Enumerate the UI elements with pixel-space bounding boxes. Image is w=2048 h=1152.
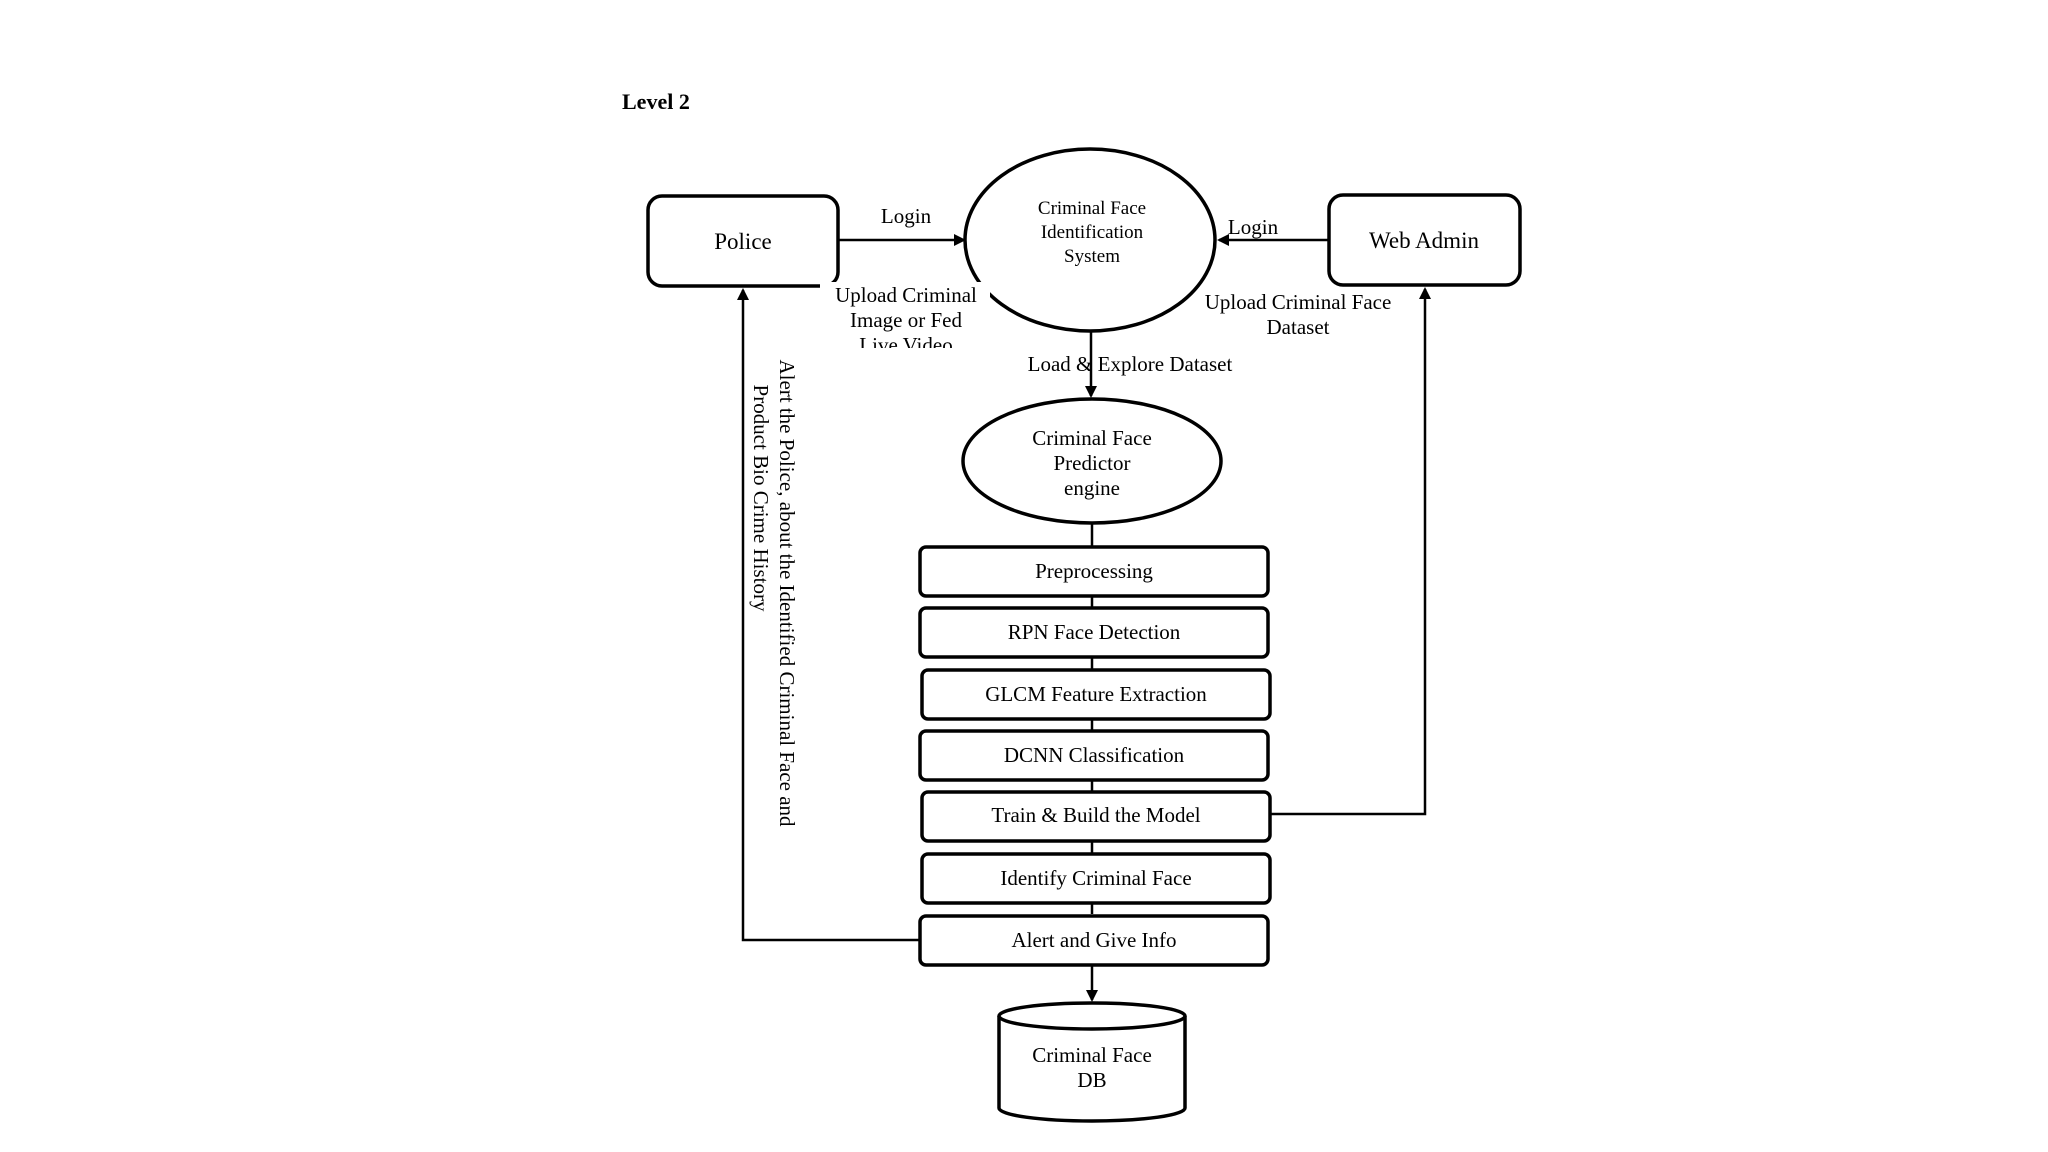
police-upload-line2: Image or Fed [850, 308, 962, 332]
identification-system-process: Criminal Face Identification System [963, 147, 1217, 333]
predictor-label-line2: Predictor [1054, 451, 1131, 475]
criminal-face-db: Criminal Face DB [997, 1001, 1187, 1123]
step-label: Train & Build the Model [991, 803, 1200, 827]
system-label-line1: Criminal Face [1038, 198, 1146, 219]
db-label-line2: DB [1077, 1068, 1106, 1092]
alert-label-line2: Product Bio Crime History [749, 385, 773, 612]
alert-police-arrow [737, 288, 920, 942]
alert-police-label: Alert the Police, about the Identified C… [749, 359, 799, 827]
admin-upload-line2: Dataset [1267, 315, 1330, 339]
step-train-build-model: Train & Build the Model [920, 790, 1272, 843]
step-label: Identify Criminal Face [1000, 866, 1191, 890]
web-admin-entity: Web Admin [1327, 193, 1522, 287]
system-label-line3: System [1064, 246, 1120, 267]
train-admin-arrow [1268, 287, 1431, 816]
web-admin-label: Web Admin [1369, 228, 1479, 253]
step-label: Preprocessing [1035, 559, 1153, 583]
step-label: DCNN Classification [1004, 743, 1185, 767]
load-explore-label: Load & Explore Dataset [1028, 352, 1233, 376]
alert-label-line1: Alert the Police, about the Identified C… [775, 359, 799, 827]
step-dcnn-classification: DCNN Classification [918, 729, 1270, 782]
step-label: RPN Face Detection [1008, 620, 1181, 644]
predictor-label-line1: Criminal Face [1032, 426, 1152, 450]
police-label: Police [714, 229, 772, 254]
admin-upload-line1: Upload Criminal Face [1205, 290, 1392, 314]
police-upload-line1: Upload Criminal [835, 283, 977, 307]
step-glcm-feature-extraction: GLCM Feature Extraction [920, 668, 1272, 721]
step-rpn-face-detection: RPN Face Detection [918, 606, 1270, 659]
police-login-label: Login [881, 204, 932, 228]
level-title: Level 2 [622, 89, 690, 114]
step-identify-criminal-face: Identify Criminal Face [920, 852, 1272, 905]
step-label: Alert and Give Info [1011, 928, 1176, 952]
admin-upload-label: Upload Criminal Face Dataset [1205, 290, 1392, 339]
step-preprocessing: Preprocessing [918, 545, 1270, 598]
step-label: GLCM Feature Extraction [985, 682, 1207, 706]
police-upload-label: Upload Criminal Image or Fed Live Video [820, 282, 990, 362]
predictor-label-line3: engine [1064, 476, 1120, 500]
system-label-line2: Identification [1041, 222, 1144, 243]
admin-login-label: Login [1228, 215, 1279, 239]
db-label-line1: Criminal Face [1032, 1043, 1152, 1067]
predictor-engine-process: Criminal Face Predictor engine [961, 397, 1223, 525]
step-alert-give-info: Alert and Give Info [918, 914, 1270, 967]
police-entity: Police [646, 194, 840, 288]
